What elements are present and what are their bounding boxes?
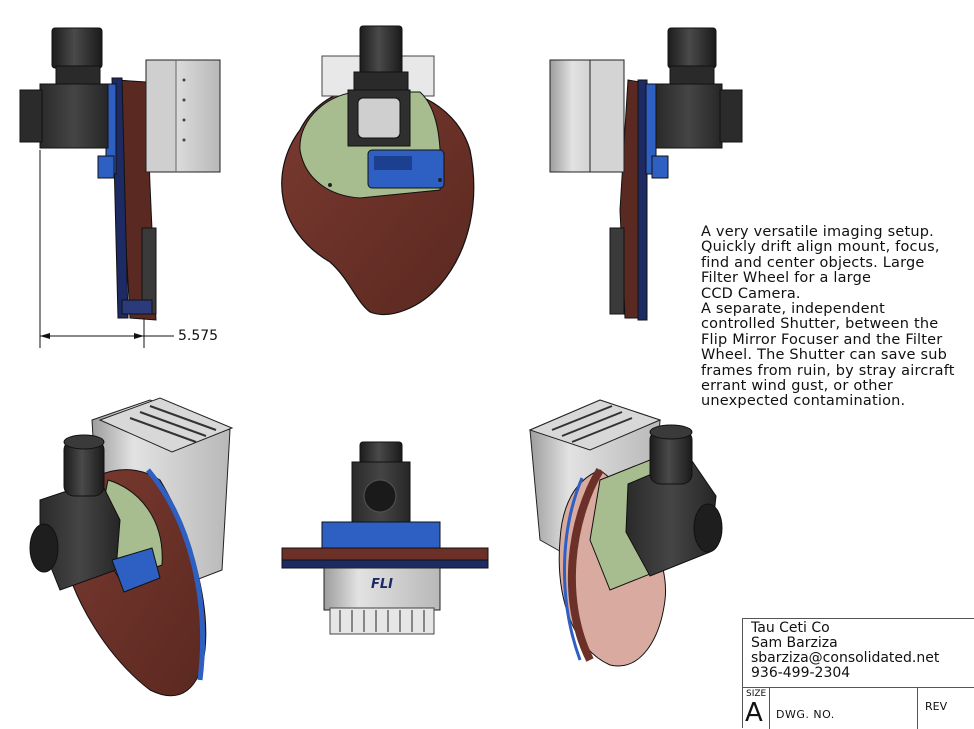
description-line: frames from ruin, by stray aircraft [701,362,955,379]
drawing-number-label: DWG. NO. [776,708,835,721]
title-block: Tau Ceti Co Sam Barziza sbarziza@consoli… [742,618,974,729]
author-phone: 936-499-2304 [751,665,851,681]
top-view: FLI [281,441,489,635]
isometric-view-right [528,399,723,667]
title-block-divider [769,688,770,729]
isometric-view-left [29,397,234,697]
description-line: Flip Mirror Focuser and the Filter [701,331,943,348]
flip-mirror-box-right [655,83,723,149]
description-text: A very versatile imaging setup. Quickly … [701,224,971,410]
shutter [97,155,115,179]
title-block-size-row: SIZE A DWG. NO. REV [743,687,974,729]
description-line: CCD Camera. [701,285,801,302]
front-view [281,25,475,316]
eyepiece-front [359,25,403,77]
author-name: Sam Barziza [751,635,838,651]
camera-top [323,567,441,611]
eyepiece-barrel-right [667,27,717,69]
size-value: A [745,698,763,728]
camera-logo: FLI [371,577,393,592]
description-line: find and center objects. Large [701,254,925,271]
description-line: Quickly drift align mount, focus, [701,239,940,256]
description-line: unexpected contamination. [701,393,906,410]
description-line: Filter Wheel for a large [701,270,872,287]
revision-label: REV [925,700,948,713]
company-name: Tau Ceti Co [751,620,830,636]
dimension-value: 5.575 [178,328,219,344]
size-label: SIZE [746,689,767,699]
shutter-iso [111,547,161,593]
side-view-right [549,27,743,321]
eyepiece-barrel [51,27,103,69]
description-line: A very versatile imaging setup. [701,224,934,240]
author-email: sbarziza@consolidated.net [751,650,940,666]
description-line: errant wind gust, or other [701,378,893,395]
description-line: Wheel. The Shutter can save sub [701,347,947,364]
title-block-divider [917,688,918,729]
flip-mirror-box [39,83,109,149]
description-line: controlled Shutter, between the [701,316,939,333]
side-view-left [19,27,221,348]
description-line: A separate, independent [701,301,886,318]
